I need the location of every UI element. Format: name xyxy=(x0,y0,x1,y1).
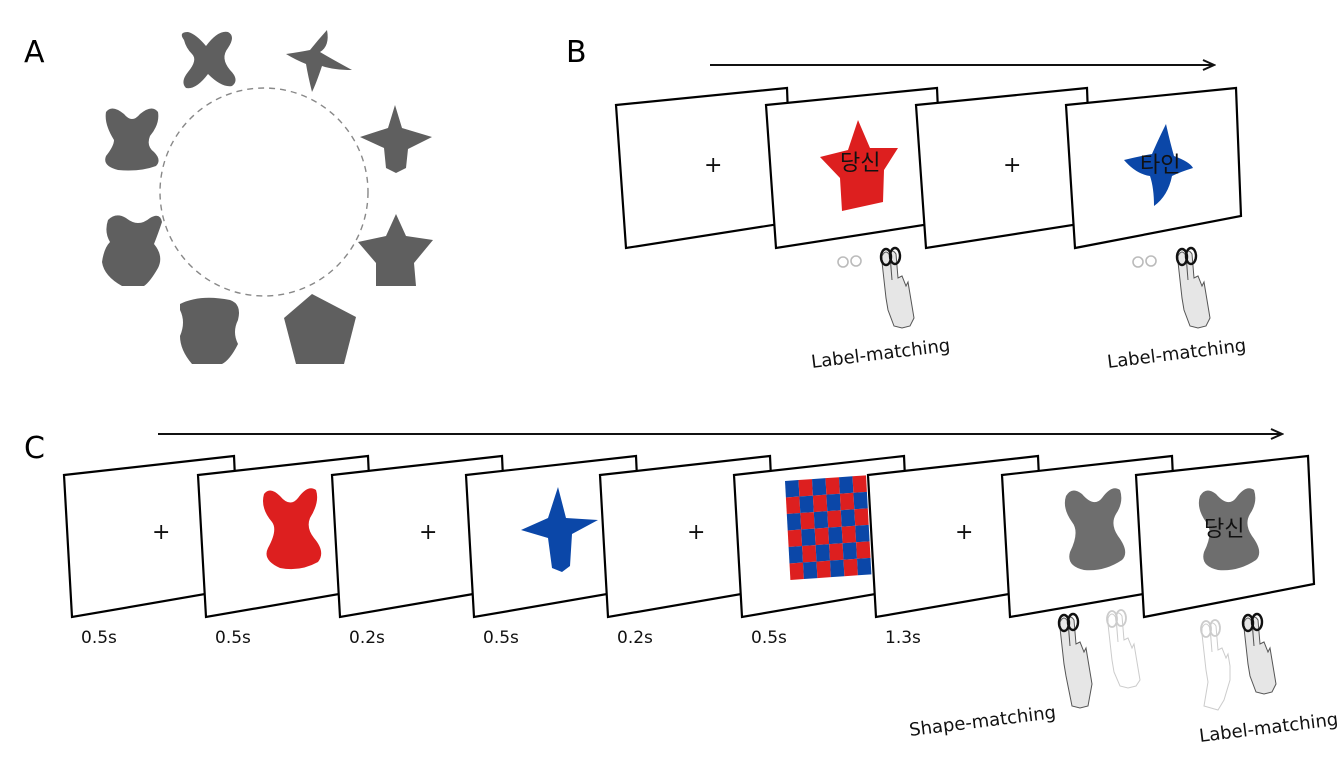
shape-y-blob xyxy=(105,108,159,171)
checker-cell xyxy=(828,526,843,545)
panel-letter-b: B xyxy=(566,35,587,70)
checker-cell xyxy=(812,478,827,496)
b-response-1: Label-matching xyxy=(810,246,951,373)
label-matching-label: Label-matching xyxy=(1198,709,1339,747)
panel-a: A xyxy=(24,30,433,364)
checker-cell xyxy=(785,480,800,498)
panel-c: C 0.5s 0.5s 0.2s 0.5s 0.2s 0.5s 1.3s + + + + 당… xyxy=(24,431,1339,747)
checker-cell xyxy=(830,559,845,578)
panel-letter-c: C xyxy=(24,431,45,466)
shape-matching-hand-inactive xyxy=(1106,609,1141,689)
duration-label: 0.5s xyxy=(215,628,251,648)
shape-matching-hand-active xyxy=(1057,612,1093,709)
b-response-2: Label-matching xyxy=(1106,246,1247,373)
b-screen-4-blue-star: 타인 xyxy=(1064,86,1243,250)
b-screen-2-red-star: 당신 xyxy=(764,86,945,250)
checker-cell xyxy=(786,513,802,531)
checker-cell xyxy=(816,560,831,579)
blue-four-point-star-shape xyxy=(1124,124,1193,206)
checker-cell xyxy=(852,475,867,493)
checker-cell xyxy=(841,525,857,544)
red-blob-shape xyxy=(263,488,322,570)
checker-cell xyxy=(840,509,856,527)
shape-four-point-star-curved xyxy=(286,30,352,92)
panel-letter-a: A xyxy=(24,35,45,70)
checker-cell xyxy=(855,524,870,543)
checker-cell xyxy=(800,512,815,530)
hand-icon-faded xyxy=(1107,612,1141,689)
duration-label: 0.5s xyxy=(81,628,117,648)
blue-four-point-star-shape xyxy=(521,487,598,572)
duration-label: 0.5s xyxy=(483,628,519,648)
fixation-cross: + xyxy=(704,153,722,178)
shape-rounded-block xyxy=(180,297,239,364)
shape-five-point-star xyxy=(358,214,433,286)
checker-cell xyxy=(798,479,813,497)
panel-b: B + 당신 + 타인 xyxy=(566,35,1247,373)
duration-label: 0.2s xyxy=(349,628,385,648)
checker-cell xyxy=(854,508,869,526)
duration-label: 0.2s xyxy=(617,628,653,648)
hand-icon xyxy=(1175,246,1211,329)
label-you-korean: 당신 xyxy=(840,151,880,176)
fixation-cross: + xyxy=(687,520,705,545)
fixation-cross: + xyxy=(1003,153,1021,178)
checker-cell xyxy=(827,510,842,528)
duration-label: 1.3s xyxy=(885,628,921,648)
checker-cell xyxy=(803,561,818,580)
checker-cell xyxy=(825,477,840,495)
checkerboard-mask xyxy=(785,475,872,580)
inactive-keys-icon xyxy=(837,256,849,268)
inactive-key-icon xyxy=(1132,256,1144,268)
checker-cell xyxy=(787,529,803,547)
label-other-korean: 타인 xyxy=(1140,153,1180,178)
checker-cell xyxy=(842,542,857,560)
fixation-cross: + xyxy=(419,520,437,545)
checker-cell xyxy=(843,558,858,577)
inactive-key-icon xyxy=(850,255,862,267)
checker-cell xyxy=(853,491,868,510)
checker-cell xyxy=(799,495,814,514)
checker-cell xyxy=(857,557,872,576)
checker-cell xyxy=(829,543,844,561)
checker-cell xyxy=(785,496,801,514)
checker-cell xyxy=(802,545,817,563)
checker-cell xyxy=(826,493,841,512)
shape-notched-block xyxy=(102,215,162,286)
checker-cell xyxy=(801,528,816,547)
duration-label: 0.5s xyxy=(751,628,787,648)
gray-blob-with-label-shape xyxy=(1198,488,1260,571)
shape-pentagon xyxy=(284,294,356,364)
checker-cell xyxy=(788,546,803,564)
label-matching-hand-inactive xyxy=(1200,619,1231,711)
checker-cell xyxy=(856,541,871,559)
shape-x-blob xyxy=(181,31,236,89)
shape-four-point-star xyxy=(360,105,432,173)
checker-cell xyxy=(813,511,829,529)
hand-icon-faded xyxy=(1201,622,1231,711)
response-label: Label-matching xyxy=(1106,335,1247,373)
label-matching-hand-active xyxy=(1241,612,1277,695)
fixation-cross: + xyxy=(152,520,170,545)
gray-blob-shape xyxy=(1064,488,1126,571)
hand-icon xyxy=(879,246,915,329)
checker-cell xyxy=(815,544,830,562)
checker-cell xyxy=(839,476,854,494)
checker-cell xyxy=(814,527,830,546)
inactive-key-icon xyxy=(1145,255,1157,267)
checker-cell xyxy=(812,494,828,513)
label-you-korean: 당신 xyxy=(1204,517,1244,542)
red-star-shape xyxy=(820,120,898,211)
shape-matching-label: Shape-matching xyxy=(908,702,1057,741)
dashed-circle xyxy=(159,87,369,297)
fixation-cross: + xyxy=(955,520,973,545)
checker-cell xyxy=(839,492,855,511)
checker-cell xyxy=(789,562,804,580)
response-label: Label-matching xyxy=(810,335,951,373)
